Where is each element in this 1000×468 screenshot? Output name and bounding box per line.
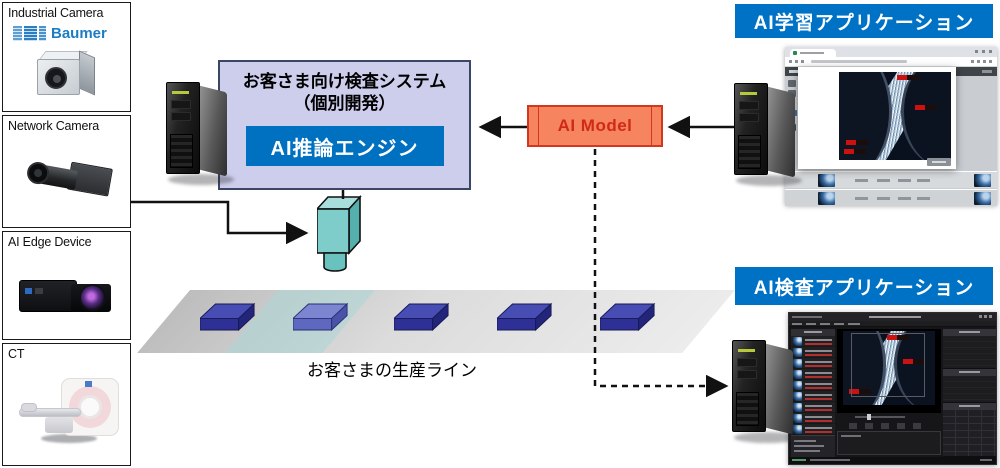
device-label: Industrial Camera — [8, 6, 104, 20]
ai-model-label: AI Model — [557, 116, 633, 135]
image-list-item — [791, 424, 835, 435]
defect-annotation — [887, 335, 909, 340]
customer-system-box: お客さま向け検査システム （個別開発） AI推論エンジン — [218, 60, 471, 190]
window-controls-icon — [975, 50, 993, 53]
inspection-app-screenshot — [788, 312, 997, 465]
browser-chrome — [785, 47, 997, 57]
ai-edge-device-image — [17, 270, 123, 328]
webapp-body — [785, 67, 997, 206]
defect-annotation — [846, 140, 868, 145]
system-server-image — [164, 82, 236, 186]
device-label: AI Edge Device — [8, 235, 92, 249]
product-box — [497, 302, 553, 332]
settings-section — [943, 329, 996, 369]
defect-annotation — [844, 149, 866, 154]
camera-lens-icon — [45, 67, 67, 89]
log-console — [837, 431, 941, 455]
learning-app-screenshot — [785, 47, 997, 206]
device-label: Network Camera — [8, 119, 99, 133]
ai-model-box: AI Model — [527, 105, 663, 147]
ct-scanner-image — [19, 374, 123, 458]
file-info-panel — [791, 435, 835, 457]
values-section — [943, 369, 996, 403]
image-list-item — [791, 336, 835, 347]
nav-arrows-icon — [789, 60, 805, 63]
image-list-item — [791, 347, 835, 358]
inspection-server-image — [730, 340, 802, 444]
baumer-flag-icon — [13, 26, 46, 41]
learning-app-banner: AI学習アプリケーション — [735, 4, 993, 38]
browser-action-icons — [971, 60, 993, 63]
image-list-item — [791, 358, 835, 369]
selection-frame — [851, 333, 925, 397]
baumer-logo: Baumer — [13, 25, 107, 42]
image-list-item — [791, 402, 835, 413]
device-card-ai-edge-device: AI Edge Device — [2, 231, 131, 340]
defect-annotation — [903, 359, 925, 364]
dialog-close-button — [927, 158, 951, 166]
ai-inference-engine-box: AI推論エンジン — [245, 126, 444, 167]
zoom-slider — [855, 416, 905, 418]
defect-annotation — [849, 389, 871, 394]
browser-address-bar — [785, 57, 997, 67]
product-box — [394, 302, 450, 332]
status-bar — [789, 457, 996, 464]
app-menu-bar — [789, 321, 996, 327]
image-list-item — [791, 391, 835, 402]
panel-header — [791, 329, 835, 336]
inspection-image — [843, 331, 935, 405]
image-list-item — [791, 369, 835, 380]
url-text — [811, 60, 907, 63]
app-title-bar — [789, 313, 996, 321]
devices-to-camera-connector — [131, 200, 309, 245]
product-box — [200, 302, 256, 332]
image-list-panel — [791, 329, 835, 457]
image-detail-dialog — [798, 67, 956, 169]
production-line-label: お客さまの生産ライン — [307, 361, 477, 380]
inspection-app-banner: AI検査アプリケーション — [735, 267, 993, 305]
system-title-line2: （個別開発） — [293, 94, 396, 114]
image-list-item — [791, 413, 835, 424]
transport-buttons — [849, 423, 929, 429]
browser-tab — [790, 49, 836, 57]
inspection-canvas — [837, 329, 941, 413]
results-table-section — [943, 403, 996, 457]
favicon-icon — [793, 51, 797, 55]
device-card-ct: CT — [2, 343, 131, 466]
baumer-wordmark: Baumer — [51, 25, 107, 42]
product-box-highlighted — [293, 302, 349, 332]
learning-server-image — [732, 83, 804, 187]
device-card-industrial-camera: Industrial Camera Baumer — [2, 2, 131, 112]
device-card-network-camera: Network Camera — [2, 115, 131, 228]
defect-annotation — [897, 75, 919, 80]
result-table-row — [785, 171, 997, 188]
industrial-camera-image — [31, 45, 111, 107]
defect-annotation — [915, 105, 937, 110]
system-title-line1: お客さま向け検査システム — [242, 72, 447, 91]
playback-controls — [837, 414, 941, 430]
right-properties-panel — [943, 329, 996, 457]
device-label: CT — [8, 347, 25, 361]
result-table-row — [785, 189, 997, 206]
network-camera-image — [20, 148, 122, 227]
inspection-camera-icon — [317, 194, 362, 272]
window-controls-icon — [979, 315, 993, 318]
image-list-item — [791, 380, 835, 391]
product-box — [600, 302, 656, 332]
inspection-image — [839, 72, 951, 160]
camera-lens-icon — [79, 284, 106, 311]
